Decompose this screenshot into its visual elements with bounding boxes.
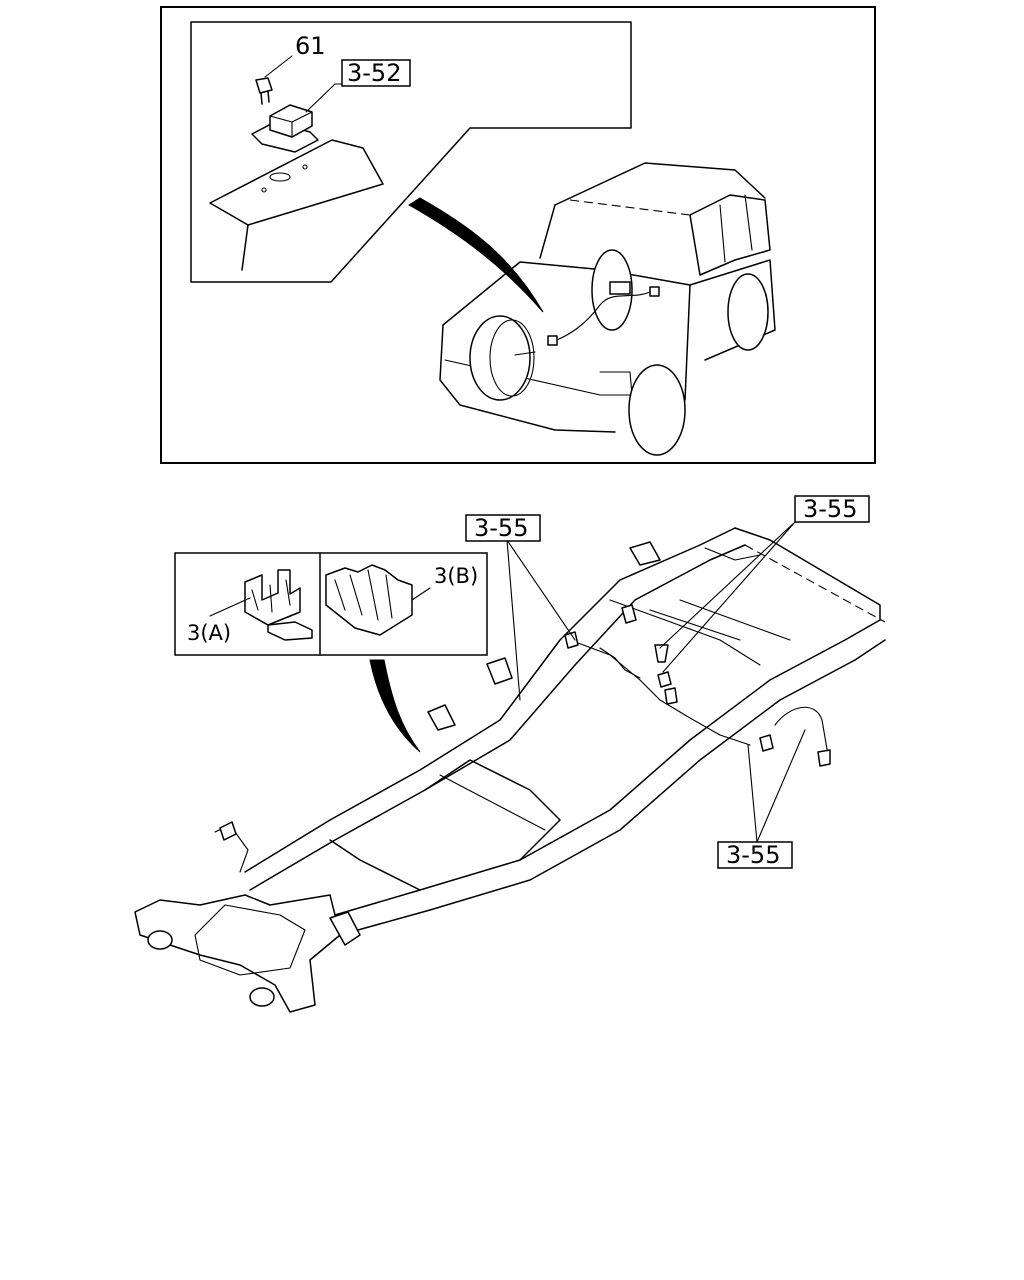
ref-label-top-right: 3-55: [803, 495, 857, 523]
bolt-number-label: 61: [295, 32, 326, 60]
ref-box-bottom-right: [717, 841, 793, 869]
bottom-panel: 3-55 3-55 3-55 3(A) 3(B): [134, 495, 886, 1013]
sensor-mount-illustration: [209, 55, 384, 271]
leader-lines: [504, 521, 806, 843]
sensor-ref-label: 3-52: [347, 59, 401, 87]
ref-label-top-left: 3-55: [474, 514, 528, 542]
inset-frame: [190, 21, 632, 283]
ref-box-top-right: [794, 495, 870, 523]
vehicle-illustration: [439, 162, 776, 456]
top-panel: 61 3-52: [160, 6, 876, 464]
chassis-frame-illustration: [134, 527, 886, 1013]
callout-arrow: [408, 197, 544, 313]
sensor-ref-box: [341, 59, 411, 87]
clip-b-label: 3(B): [434, 564, 478, 588]
ref-box-top-left: [465, 514, 541, 542]
clip-callout-arrow: [369, 659, 421, 753]
ref-label-bottom-right: 3-55: [726, 841, 780, 869]
clip-b-illustration: [325, 564, 431, 636]
top-panel-frame: [160, 6, 876, 464]
clip-a-label: 3(A): [187, 621, 231, 645]
clip-a-illustration: [209, 569, 313, 641]
